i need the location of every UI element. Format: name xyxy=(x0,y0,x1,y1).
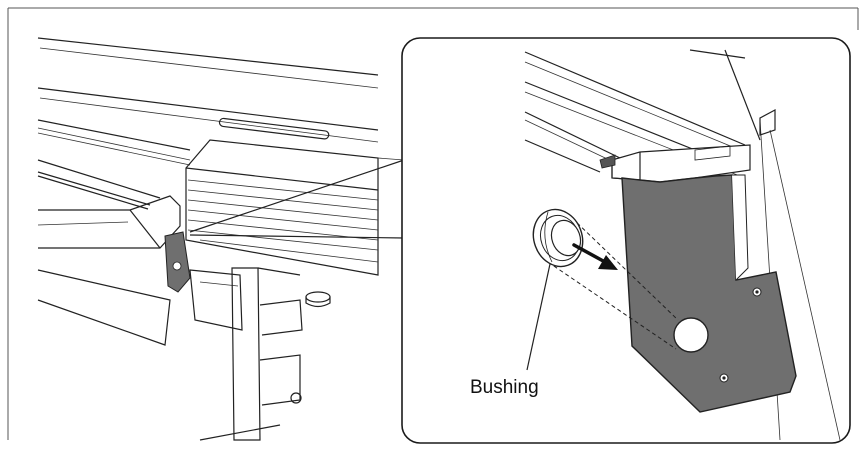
lower-skirt xyxy=(37,269,243,346)
zoom-guide-lines xyxy=(189,157,405,239)
small-side-plate xyxy=(164,231,191,293)
top-cover-lines xyxy=(37,37,379,210)
bushing-part xyxy=(532,208,584,268)
outer-frame xyxy=(7,7,859,440)
printer-body xyxy=(185,139,379,276)
printer-overview-drawing xyxy=(37,37,405,441)
stand-leg xyxy=(199,267,331,441)
left-end-cover xyxy=(37,195,181,249)
bushing-leader-line xyxy=(526,263,551,371)
detail-callout-panel: Bushing xyxy=(401,37,851,444)
removal-direction-arrow xyxy=(572,243,618,270)
projection-dashed-lines xyxy=(547,217,679,350)
side-plate xyxy=(621,174,797,413)
bushing-label: Bushing xyxy=(470,377,539,398)
